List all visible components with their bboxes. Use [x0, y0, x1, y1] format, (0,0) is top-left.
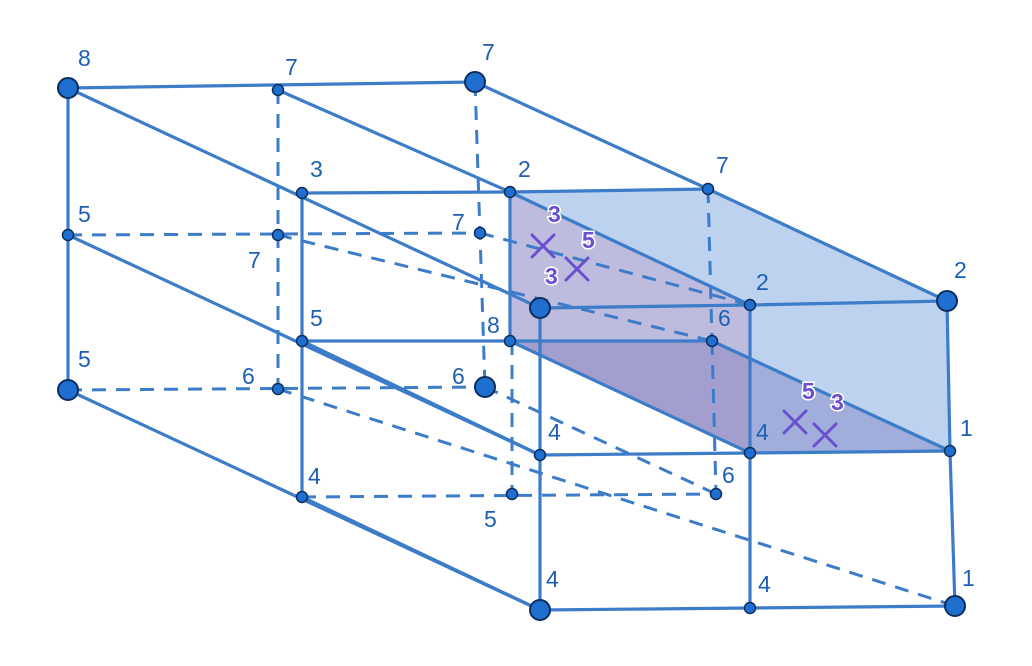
- vertex-point: [271, 83, 285, 97]
- hidden-edge: [484, 385, 717, 496]
- vertex-label: 4: [548, 419, 561, 445]
- vertex-label: 7: [285, 54, 298, 80]
- edge: [538, 606, 752, 612]
- vertex-label: 4: [756, 419, 769, 445]
- edge: [300, 495, 542, 612]
- vertex-label: 5: [78, 346, 91, 372]
- marker-label: 5: [582, 227, 595, 253]
- vertex-point: [295, 490, 309, 504]
- cross-marker: [812, 422, 838, 448]
- vertex-label: 8: [487, 312, 500, 338]
- vertex-point: [943, 444, 957, 458]
- hidden-edge: [710, 340, 718, 495]
- vertex-label: 1: [960, 415, 973, 441]
- cross-marker: [782, 409, 808, 435]
- edge: [945, 299, 952, 453]
- cross-marker: [564, 256, 590, 282]
- vertex-label: 2: [518, 156, 531, 182]
- vertex-point: [743, 601, 757, 615]
- edge: [748, 299, 949, 307]
- vertex-label: 4: [758, 571, 771, 597]
- vertex-label: 5: [78, 201, 91, 227]
- edge: [538, 303, 752, 310]
- vertex-point: [271, 228, 285, 242]
- vertex-point-large: [529, 297, 551, 319]
- marker-labels: 3 5 3 5 3: [544, 200, 846, 417]
- vertex-label: 5: [484, 506, 497, 532]
- vertex-point: [701, 182, 715, 196]
- hidden-edge: [67, 231, 481, 237]
- vertex-label: 6: [722, 462, 735, 488]
- edge: [706, 187, 949, 303]
- edge: [66, 80, 477, 90]
- vertex-point: [295, 334, 309, 348]
- edge: [508, 187, 710, 194]
- vertex-point: [61, 228, 75, 242]
- vertex-point: [473, 226, 487, 240]
- marker-label: 3: [545, 263, 558, 289]
- vertex-point-large: [944, 595, 966, 617]
- vertex-label: 4: [308, 463, 321, 489]
- edge: [710, 339, 952, 453]
- vertex-label: 7: [248, 247, 261, 273]
- cross-marker: [530, 233, 556, 259]
- vertex-label: 6: [242, 363, 255, 389]
- edge: [538, 451, 752, 457]
- vertex-point-large: [474, 376, 496, 398]
- vertex-label: 5: [310, 305, 323, 331]
- face-top: [510, 189, 947, 305]
- dashed-edges: [67, 81, 956, 608]
- hidden-edge: [277, 233, 713, 343]
- small-points: [61, 83, 957, 615]
- vertex-point: [743, 446, 757, 460]
- vertex-point-large: [464, 71, 486, 93]
- vertex-labels: 8 7 7 3 2 7 5 7 7 2 2 5 8 6 5 6 6 4 4 1 …: [78, 39, 975, 597]
- hidden-edge: [67, 385, 486, 392]
- cross-markers: [530, 233, 838, 448]
- vertex-label: 8: [78, 45, 91, 71]
- edge: [948, 449, 957, 608]
- vertex-point: [533, 448, 547, 462]
- vertex-label: 2: [756, 269, 769, 295]
- edge: [276, 88, 512, 194]
- vertex-point: [709, 487, 723, 501]
- vertex-point: [503, 185, 517, 199]
- edge: [748, 604, 957, 610]
- edge: [300, 339, 542, 457]
- vertex-point-large: [529, 599, 551, 621]
- vertex-point: [743, 298, 757, 312]
- edge: [748, 449, 952, 455]
- vertex-point: [505, 487, 519, 501]
- vertex-label: 7: [452, 209, 465, 235]
- edge: [508, 339, 752, 455]
- face-bottom: [510, 341, 950, 453]
- vertex-point: [271, 382, 285, 396]
- edge: [300, 190, 512, 195]
- vertex-label: 7: [482, 39, 495, 65]
- marker-label: 3: [831, 389, 844, 415]
- vertex-label: 6: [452, 363, 465, 389]
- vertex-point-large: [57, 77, 79, 99]
- vertex-point-large: [57, 379, 79, 401]
- hidden-edge: [301, 492, 717, 499]
- vertex-label: 2: [954, 257, 967, 283]
- large-points: [57, 71, 966, 621]
- vertex-point: [503, 334, 517, 348]
- vertex-label: 7: [716, 152, 729, 178]
- vertex-label: 4: [546, 566, 559, 592]
- edge: [473, 80, 710, 191]
- vertex-point-large: [936, 290, 958, 312]
- vertex-point: [295, 186, 309, 200]
- marker-label: 3: [548, 201, 561, 227]
- vertex-label: 1: [962, 565, 975, 591]
- hidden-edge: [706, 188, 714, 342]
- vertex-point: [705, 334, 719, 348]
- marker-label: 5: [802, 378, 815, 404]
- vertex-label: 6: [718, 305, 731, 331]
- vertex-label: 3: [310, 156, 323, 182]
